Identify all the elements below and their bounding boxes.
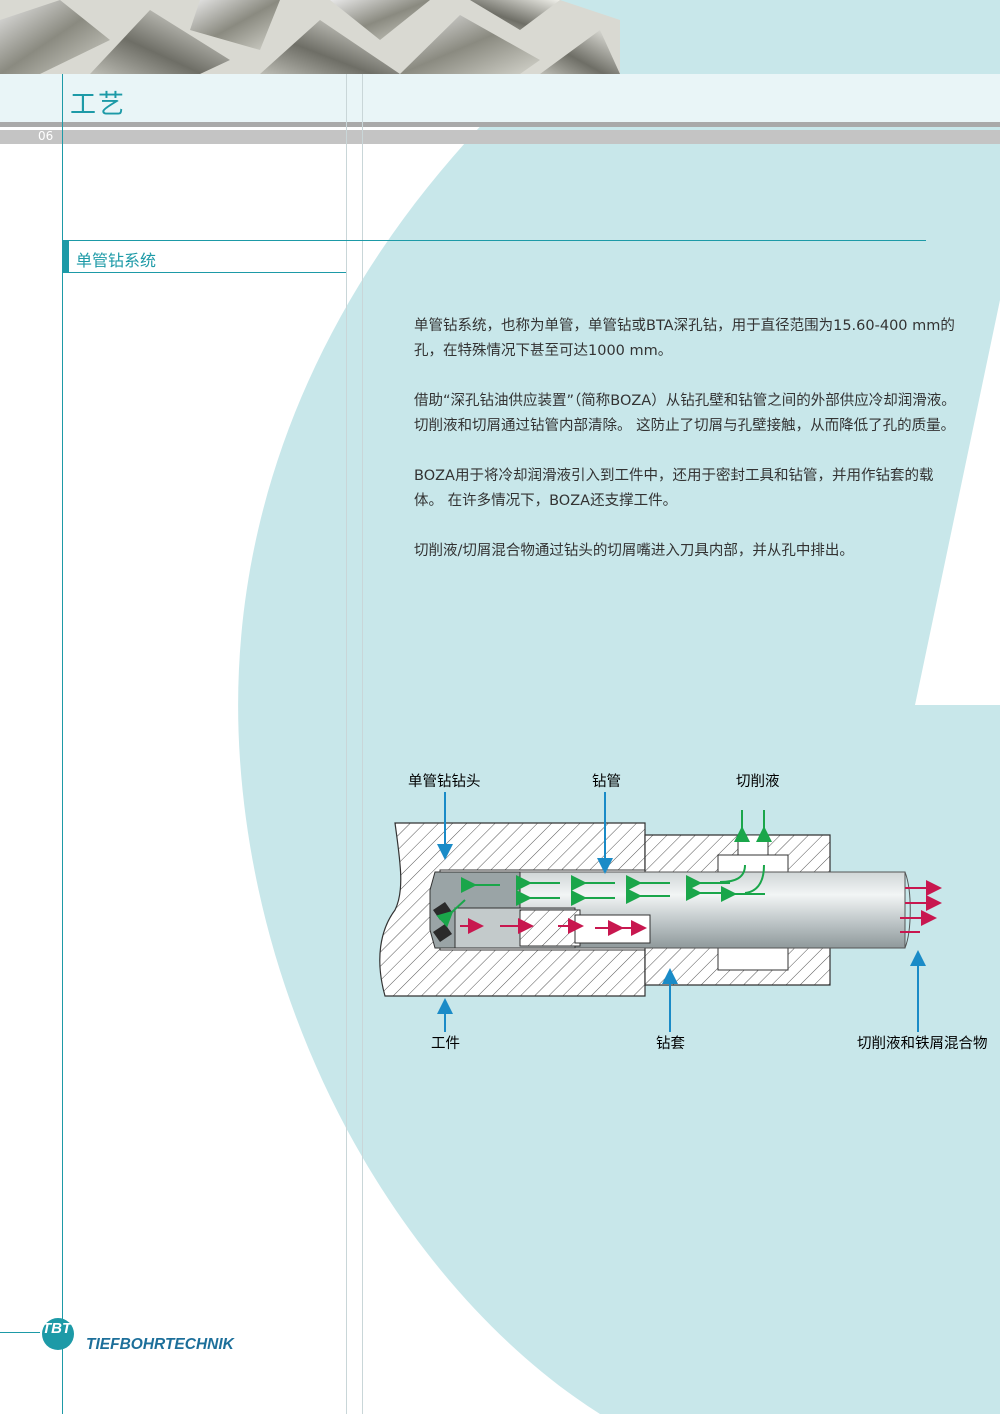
paragraph-1: 单管钻系统，也称为单管，单管钻或BTA深孔钻，用于直径范围为15.60-400 … — [414, 318, 955, 359]
section-rule-top — [62, 240, 926, 241]
fold-line-right — [362, 74, 363, 1414]
logo-rule — [0, 1332, 40, 1333]
label-drill-tube: 钻管 — [592, 773, 621, 790]
label-mixture: 切削液和铁屑混合物 — [857, 1035, 988, 1052]
page-title: 工艺 — [70, 90, 127, 120]
header-band-dark — [0, 122, 1000, 127]
tbt-logo: TBT TIEFBOHRTECHNIK — [40, 1318, 280, 1358]
left-margin-line — [62, 74, 63, 1414]
paragraph-2: 借助“深孔钻油供应装置”（简称BOZA）从钻孔壁和钻管之间的外部供应冷却润滑液。… — [414, 393, 956, 434]
fold-line-left — [346, 74, 347, 1414]
label-coolant: 切削液 — [736, 773, 780, 790]
header-photo-strip — [0, 0, 620, 74]
page-number: 06 — [38, 129, 54, 143]
label-drill-head: 单管钻钻头 — [408, 773, 481, 790]
logo-name: TIEFBOHRTECHNIK — [86, 1336, 236, 1353]
body-text: 单管钻系统，也称为单管，单管钻或BTA深孔钻，用于直径范围为15.60-400 … — [414, 314, 960, 589]
label-drill-bushing: 钻套 — [656, 1035, 685, 1052]
logo-mark: TBT — [42, 1320, 73, 1337]
label-workpiece: 工件 — [431, 1035, 460, 1052]
section-title: 单管钻系统 — [76, 251, 157, 270]
section-marker — [62, 241, 69, 272]
bta-drilling-diagram: 单管钻钻头 钻管 切削液 工件 钻套 切削液和铁屑混合物 — [360, 760, 1000, 1080]
title-bar — [0, 74, 1000, 122]
header-band-light — [0, 130, 1000, 144]
section-rule-bottom — [62, 272, 346, 273]
paragraph-3: BOZA用于将冷却润滑液引入到工件中，还用于密封工具和钻管，并用作钻套的载体。 … — [414, 468, 934, 509]
paragraph-4: 切削液/切屑混合物通过钻头的切屑嘴进入刀具内部，并从孔中排出。 — [414, 543, 854, 559]
